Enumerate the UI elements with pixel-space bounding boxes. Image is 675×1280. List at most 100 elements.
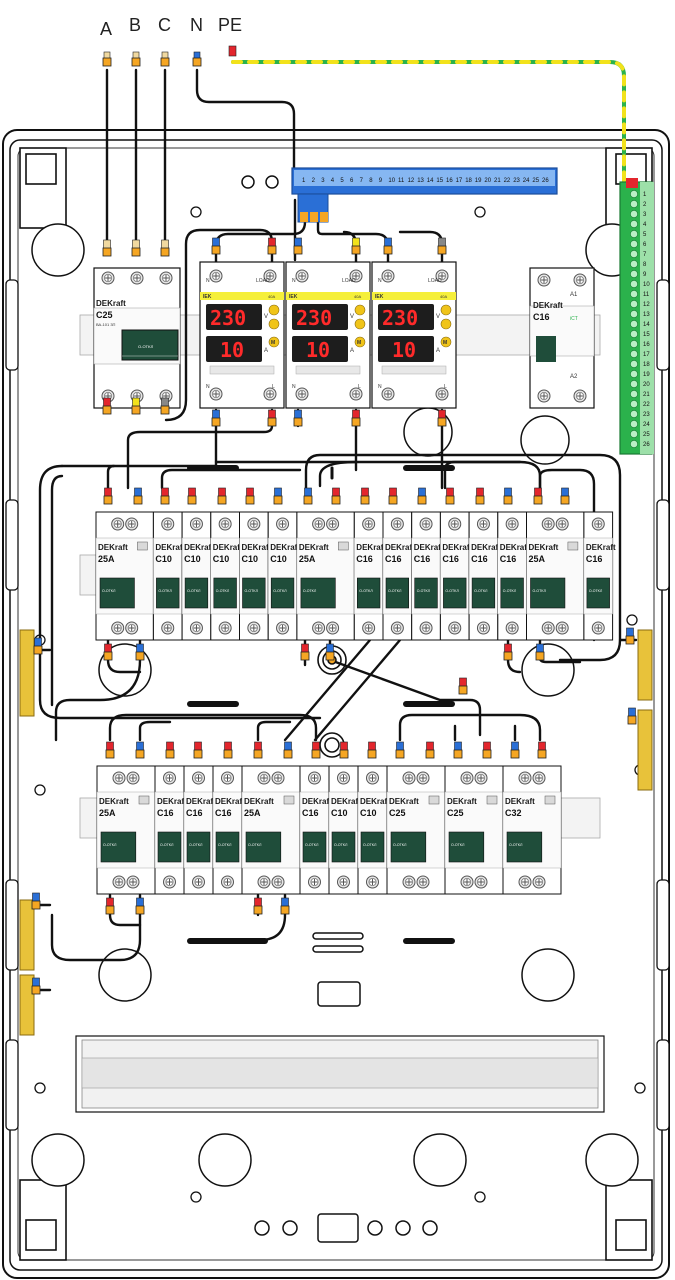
relay-current: 10 (306, 338, 330, 362)
wire-lug (105, 749, 115, 759)
pe-bus-number: 9 (643, 272, 647, 278)
breaker-op-label: O-OTKЛ (417, 589, 431, 593)
wire-lug (193, 749, 203, 759)
wire-lug (135, 651, 145, 661)
pe-bus-screw (630, 220, 638, 228)
pe-bus-number: 2 (643, 202, 647, 208)
wire-lug (135, 905, 145, 915)
wire-lug (293, 417, 303, 427)
pe-bus-number: 14 (643, 322, 650, 328)
pe-bus-screw (630, 320, 638, 328)
contactor-a1: A1 (570, 292, 578, 298)
label-n: N (190, 15, 203, 35)
relay-voltage: 230 (296, 306, 332, 330)
wire-lug (537, 749, 547, 759)
breaker-op-label: O-OTKЛ (273, 589, 287, 593)
pe-bus-number: 23 (643, 412, 650, 418)
pe-bus-number: 22 (643, 402, 650, 408)
wire-lug (211, 417, 221, 427)
breaker-rating: 25A (99, 808, 116, 818)
wire-lug (367, 749, 377, 759)
relay-current: 10 (392, 338, 416, 362)
wire-lug (283, 749, 293, 759)
breaker-brand: DEKraft (385, 543, 415, 552)
breaker-rating: C16 (356, 554, 373, 564)
breaker-rating: C16 (215, 808, 232, 818)
n-bus-number: 24 (523, 178, 530, 184)
n-bus-number: 23 (513, 178, 520, 184)
relay-button (354, 336, 366, 348)
n-bus-number: 6 (350, 178, 354, 184)
breaker-row-2: DEKraft25AO-OTKЛDEKraftC16O-OTKЛDEKraftC… (96, 765, 562, 895)
neutral-bus-left (19, 629, 35, 1036)
contactor-a2: A2 (570, 374, 578, 380)
pe-bus-screw (630, 300, 638, 308)
wire-lug (253, 749, 263, 759)
breaker-brand: DEKraft (302, 797, 332, 806)
wire-lug (453, 749, 463, 759)
pe-bus-screw (630, 190, 638, 198)
breaker-brand: DEKraft (586, 543, 616, 552)
breaker-rating: C10 (155, 554, 172, 564)
phase-labels: A B C N PE (100, 15, 242, 39)
pe-bus-number: 15 (643, 332, 650, 338)
wire-lug (437, 417, 447, 427)
breaker-op-label: O-OTKЛ (474, 589, 488, 593)
wire-lug (458, 685, 468, 695)
pe-bus-screw (630, 410, 638, 418)
breaker-brand: DEKraft (471, 543, 501, 552)
breaker-rating: C16 (385, 554, 402, 564)
breaker-op-label: O-OTKЛ (303, 589, 317, 593)
pe-bus-number: 26 (643, 442, 650, 448)
wire-lug (445, 495, 455, 505)
breaker-op-label: O-OTKЛ (245, 589, 259, 593)
relay-load: LOAD (256, 278, 270, 284)
pe-bus-screw (630, 200, 638, 208)
relay-l-bottom: L (358, 384, 361, 390)
relay-brand: IEK (375, 294, 384, 300)
relay-rating: 40A (354, 294, 361, 299)
wire-lug (360, 495, 370, 505)
wire-lug (293, 245, 303, 255)
cable-comb (75, 1035, 605, 1113)
pe-bus-number: 11 (643, 292, 650, 298)
breaker-rating: C16 (442, 554, 459, 564)
pe-bus-screw (630, 360, 638, 368)
wire-lug (311, 749, 321, 759)
breaker-op-label: O-OTKЛ (102, 589, 116, 593)
breaker-brand: DEKraft (184, 543, 214, 552)
breaker-rating: C25 (447, 808, 464, 818)
breaker-brand: DEKraft (505, 797, 535, 806)
breaker-op-label: O-OTKЛ (305, 843, 319, 847)
relay-button (440, 318, 452, 330)
n-bus-number: 15 (436, 178, 443, 184)
n-bus-number: 2 (312, 178, 316, 184)
wire-lug (300, 651, 310, 661)
breaker-brand: DEKraft (331, 797, 361, 806)
wire-lug (103, 651, 113, 661)
wire-lug (351, 245, 361, 255)
breaker-brand: DEKraft (414, 543, 444, 552)
wire-lug (331, 495, 341, 505)
pe-bus-number: 8 (643, 262, 647, 268)
wire-lug (160, 405, 170, 415)
breaker-rating: 25A (529, 554, 546, 564)
breaker-op-label: O-OTKЛ (248, 843, 262, 847)
relay-unit-a: A (264, 348, 268, 354)
wire-lug (535, 651, 545, 661)
wire-lug (280, 905, 290, 915)
wire-lug (273, 495, 283, 505)
pe-bus-number: 6 (643, 242, 647, 248)
breaker-op-label: O-OTKЛ (216, 589, 230, 593)
pe-bus: 1234567891011121314151617181920212223242… (619, 178, 654, 455)
n-bus-number: 8 (369, 178, 373, 184)
breaker-brand: DEKraft (442, 543, 472, 552)
